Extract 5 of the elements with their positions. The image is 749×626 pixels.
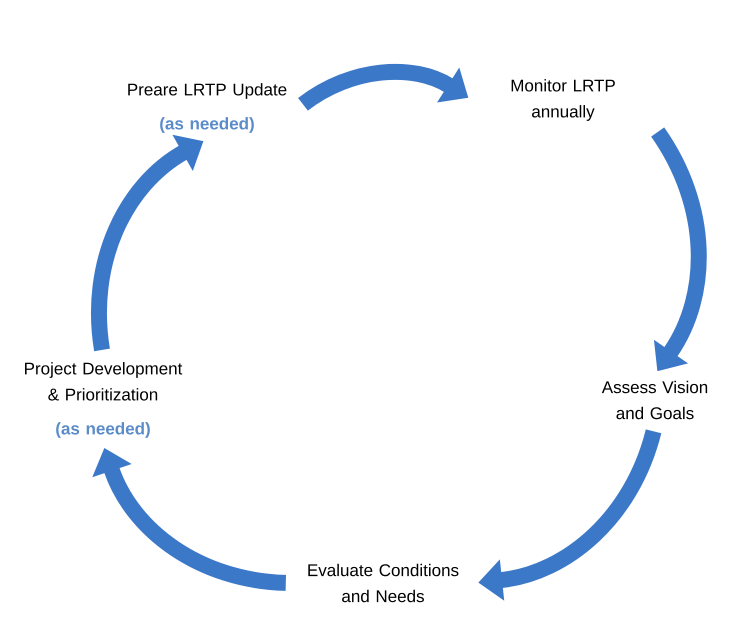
step-label: Evaluate Conditions and Needs (308, 564, 458, 602)
step-label: Project Development & Prioritization (as needed) (25, 362, 182, 438)
step-label: Monitor LRTP annually (512, 79, 615, 121)
step-label: Assess Vision and Goals (602, 380, 708, 420)
step-label: Preare LRTP Update (as needed) (128, 83, 286, 133)
